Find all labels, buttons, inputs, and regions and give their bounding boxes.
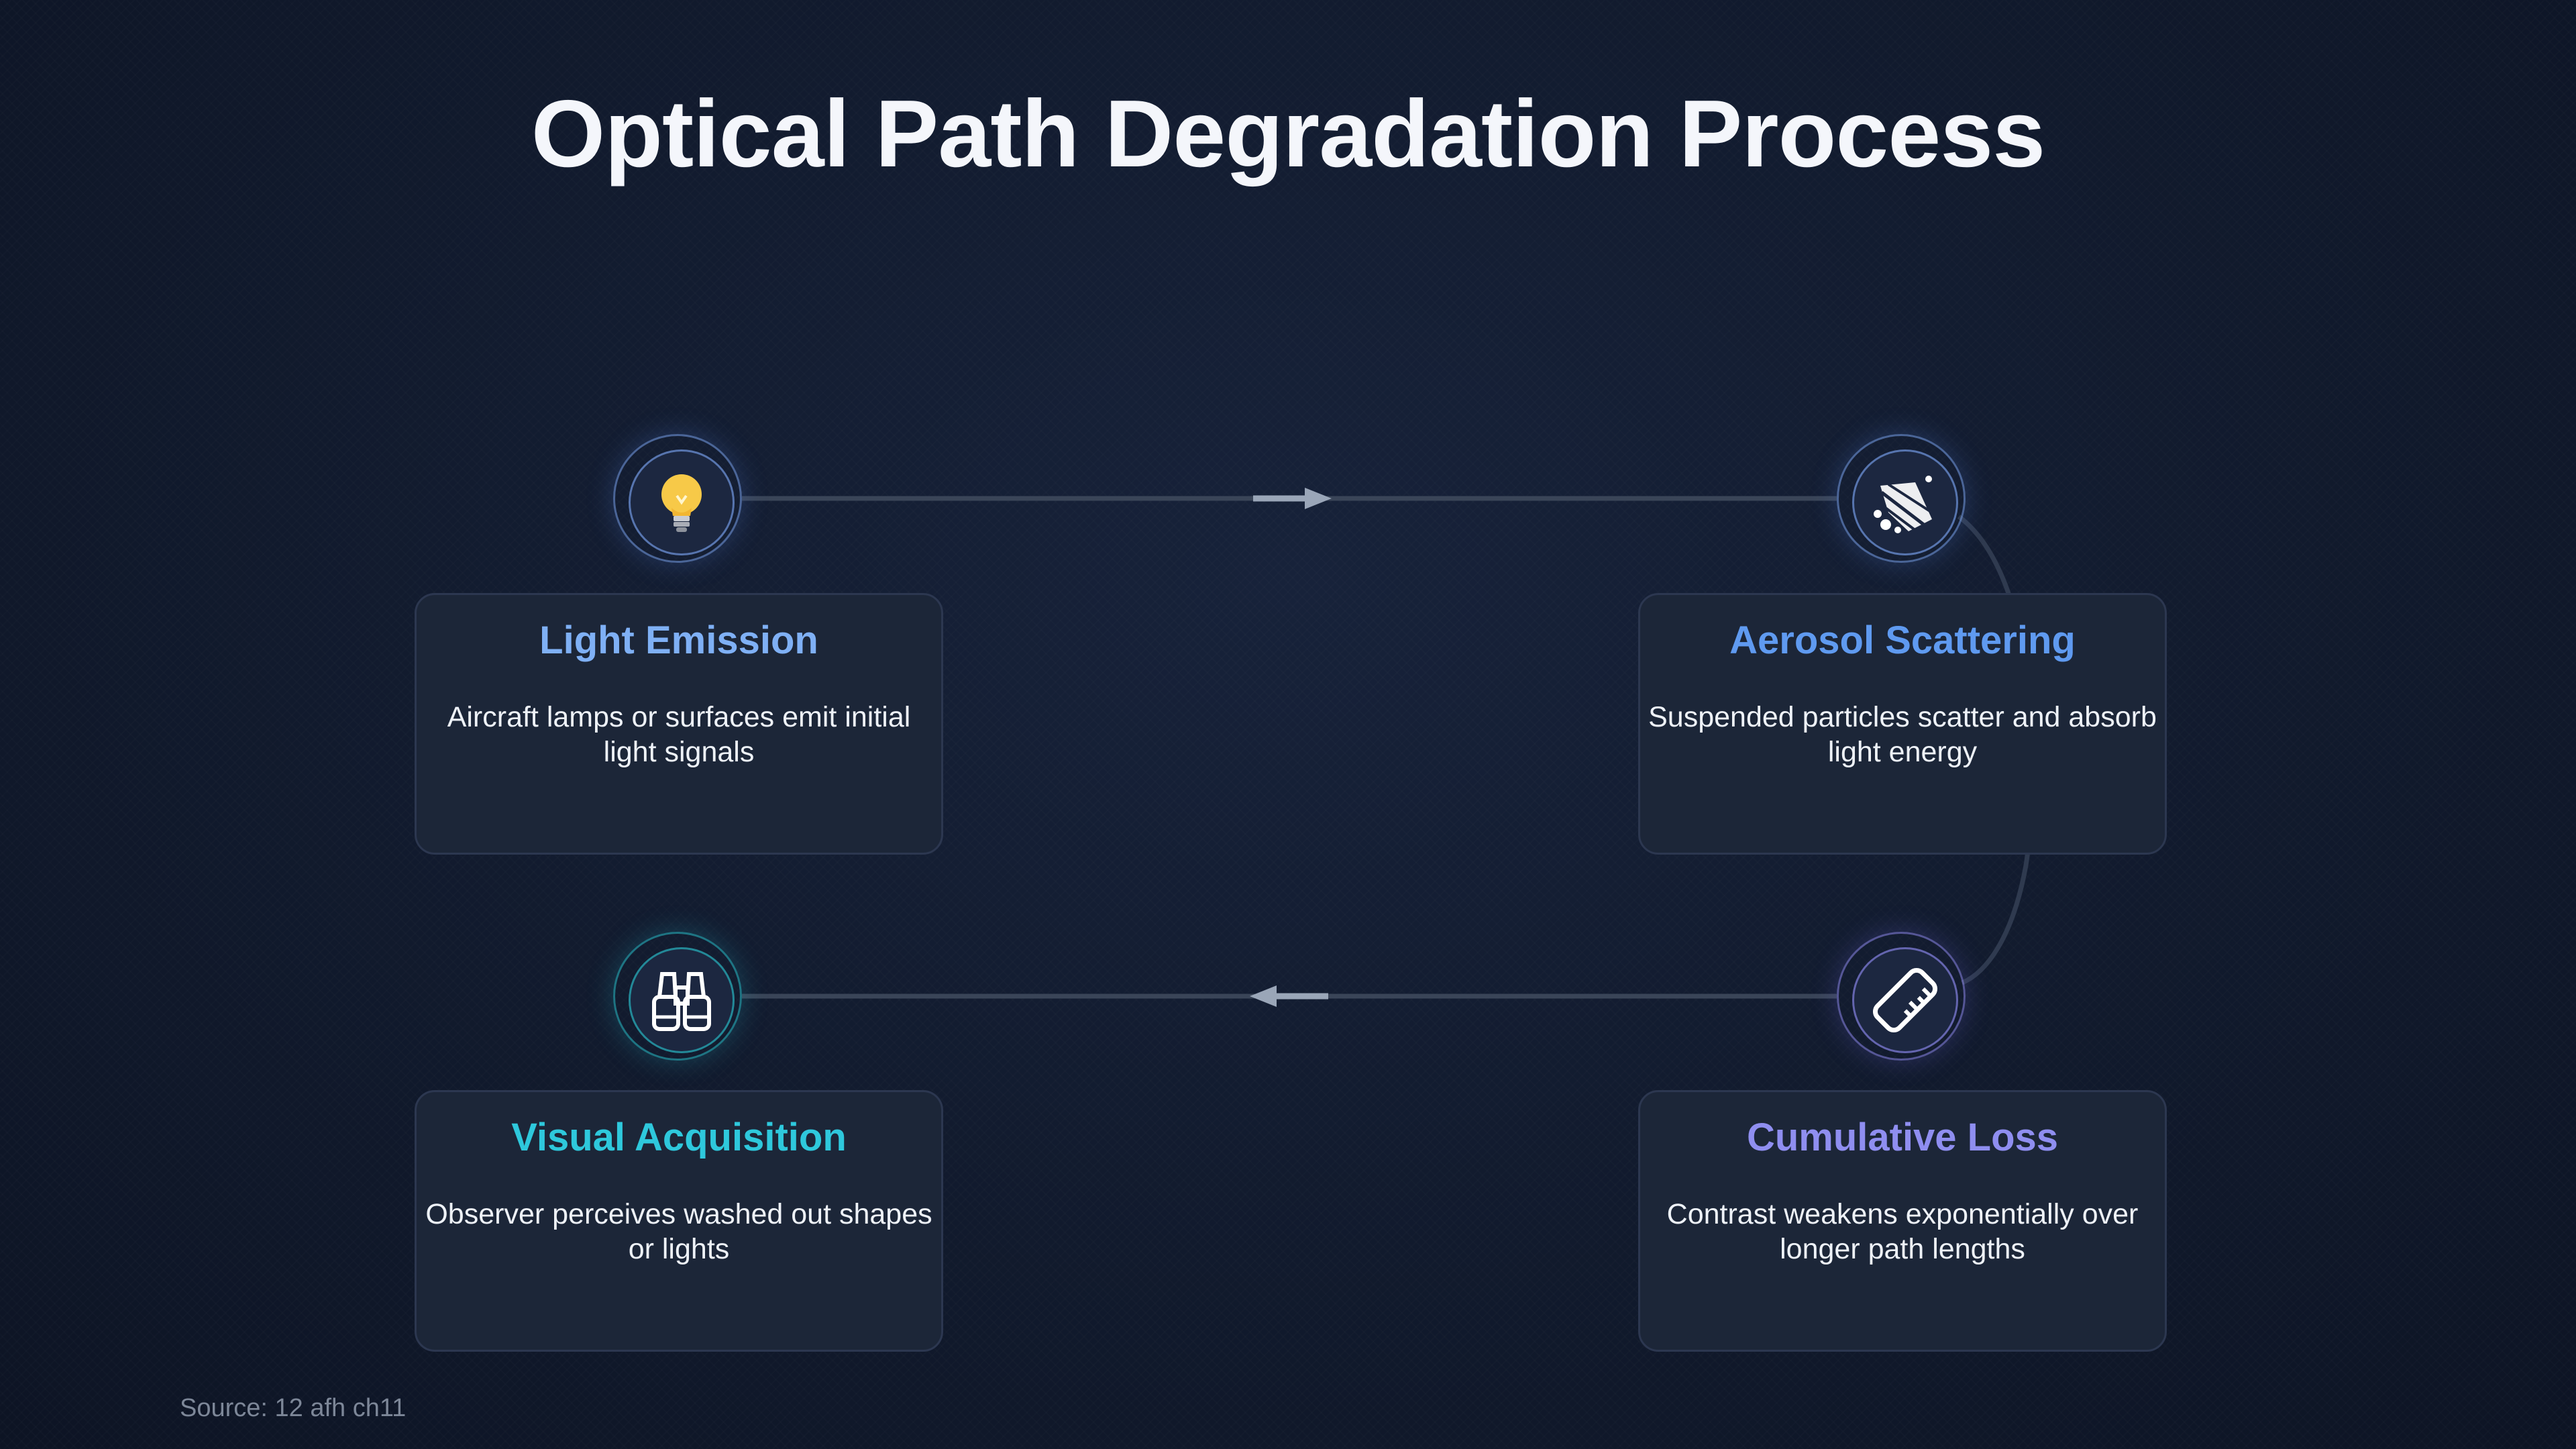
source-caption: Source: 12 afh ch11 (180, 1394, 407, 1422)
step-card-visual-acquisition: Visual Acquisition Observer perceives wa… (415, 1090, 943, 1352)
lightbulb-icon (661, 474, 702, 532)
step-title: Cumulative Loss (1746, 1116, 2059, 1159)
step-description: Observer perceives washed out shapes or … (425, 1198, 932, 1265)
step-node-cumulative-loss (1837, 932, 1966, 1061)
step-node-aerosol-scattering (1837, 434, 1966, 563)
step-description: Suspended particles scatter and absorb l… (1648, 701, 2157, 768)
step-node-visual-acquisition (613, 932, 742, 1061)
step-title: Light Emission (539, 619, 818, 662)
step-node-light-emission (613, 434, 742, 563)
scattering-particles-icon (1874, 476, 1933, 534)
step-description: Aircraft lamps or surfaces emit initial … (447, 701, 911, 768)
step-card-light-emission: Light Emission Aircraft lamps or surface… (415, 593, 943, 855)
page-title: Optical Path Degradation Process (531, 80, 2045, 187)
step-title: Visual Acquisition (511, 1116, 847, 1159)
binoculars-icon (652, 972, 711, 1031)
arrow-left-icon (1250, 985, 1328, 1007)
ruler-icon (1872, 967, 1938, 1033)
step-description: Contrast weakens exponentially over long… (1666, 1198, 2139, 1265)
step-card-aerosol-scattering: Aerosol Scattering Suspended particles s… (1638, 593, 2167, 855)
step-card-cumulative-loss: Cumulative Loss Contrast weakens exponen… (1638, 1090, 2167, 1352)
arrow-right-icon (1253, 488, 1332, 509)
step-title: Aerosol Scattering (1729, 619, 2076, 662)
